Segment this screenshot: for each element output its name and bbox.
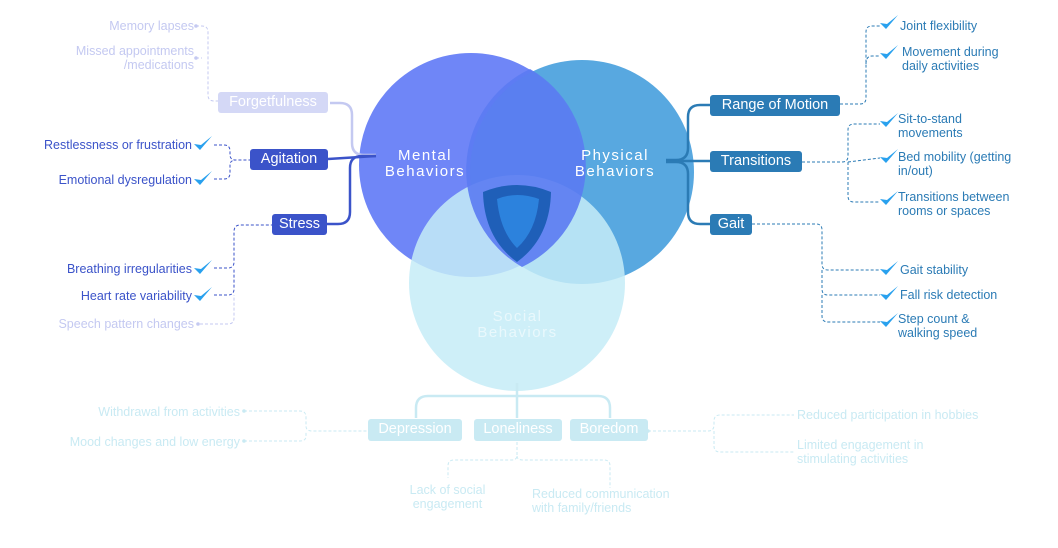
check-icon [194, 171, 212, 185]
leaf-line-speech [200, 295, 235, 325]
physical-circle-label: Physical Behaviors [574, 147, 656, 180]
leaf-transitions-rooms: Transitions between rooms or spaces [898, 190, 1010, 218]
leaf-line-bed [847, 157, 881, 163]
check-icon [194, 287, 212, 301]
leaf-line-reduced-comm [516, 455, 611, 488]
leaf-reduced-participation: Reduced participation in hobbies [797, 408, 979, 422]
leaf-line-fall [821, 270, 880, 296]
social-circle [409, 175, 625, 391]
connector-depression [414, 394, 517, 418]
leaf-line-trans-rooms [847, 162, 880, 203]
node-gait[interactable]: Gait [710, 214, 752, 235]
connector-gait [666, 160, 710, 226]
leaf-withdrawal: Withdrawal from activities [98, 405, 240, 419]
leaf-line-movement [865, 55, 880, 65]
leaf-line-breathing [214, 224, 272, 269]
leaf-line-mood [244, 431, 307, 442]
dot-mood [242, 439, 246, 443]
check-icon [880, 191, 898, 205]
check-icon [880, 45, 898, 59]
leaf-lack-social: Lack of social engagement [409, 483, 486, 511]
dot-speech [196, 322, 200, 326]
leaf-missed-appointments: Missed appointments /medications [75, 44, 194, 72]
leaf-restlessness: Restlessness or frustration [44, 138, 192, 152]
leaf-gait-stability: Gait stability [900, 263, 969, 277]
leaf-breathing: Breathing irregularities [66, 262, 192, 276]
leaf-limited-engagement: Limited engagement in stimulating activi… [797, 438, 924, 466]
leaf-bed-mobility: Bed mobility (getting in/out) [898, 150, 1012, 178]
node-forgetfulness[interactable]: Forgetfulness [218, 92, 328, 113]
node-transitions[interactable]: Transitions [710, 151, 802, 172]
leaf-speech: Speech pattern changes [58, 317, 194, 331]
leaf-reduced-communication: Reduced communication with family/friend… [532, 487, 670, 515]
leaf-line-joint [840, 25, 880, 105]
leaf-line-sit [802, 123, 880, 163]
node-range-of-motion[interactable]: Range of Motion [710, 95, 840, 116]
leaf-line-memory [196, 25, 218, 102]
connector-range [666, 103, 710, 162]
leaf-movement-daily: Movement during daily activities [902, 45, 999, 73]
node-stress[interactable]: Stress [272, 214, 327, 235]
leaf-line-lack [447, 442, 518, 478]
dot-withdrawal [242, 409, 246, 413]
check-icon [194, 260, 212, 274]
leaf-line-limited [713, 431, 794, 453]
node-loneliness[interactable]: Loneliness [474, 419, 562, 441]
social-circle-label: Social Behaviors [477, 308, 558, 341]
check-icon [194, 136, 212, 150]
center-shield-highlight [497, 195, 539, 248]
leaf-line-hobbies [648, 414, 794, 432]
leaf-line-withdrawal [244, 410, 368, 432]
connector-boredom [517, 394, 612, 418]
leaf-sit-to-stand: Sit-to-stand movements [898, 112, 963, 140]
node-depression[interactable]: Depression [368, 419, 462, 441]
leaf-emotional: Emotional dysregulation [58, 173, 192, 187]
connector-stress [326, 154, 376, 226]
node-agitation[interactable]: Agitation [250, 149, 328, 170]
leaf-line-emotional [214, 159, 237, 180]
leaf-joint-flexibility: Joint flexibility [900, 19, 978, 33]
check-icon [880, 261, 898, 275]
leaf-fall-risk: Fall risk detection [900, 288, 998, 302]
leaf-step-count: Step count & walking speed [898, 312, 978, 340]
node-boredom[interactable]: Boredom [570, 419, 648, 441]
dot-missed [194, 56, 198, 60]
leaf-heart-rate: Heart rate variability [80, 289, 192, 303]
leaf-memory-lapses: Memory lapses [109, 19, 194, 33]
leaf-line-heart [214, 268, 235, 296]
check-icon [880, 149, 898, 163]
mental-circle-label: Mental Behaviors [384, 147, 466, 180]
leaf-line-step [821, 295, 880, 323]
check-icon [880, 15, 898, 29]
check-icon [880, 313, 898, 327]
leaf-mood-changes: Mood changes and low energy [69, 435, 240, 449]
connector-forgetfulness [330, 101, 376, 157]
leaf-line-gait-stab [752, 223, 880, 271]
check-icon [880, 113, 898, 127]
check-icon [880, 286, 898, 300]
leaf-line-restless [214, 144, 250, 161]
dot-memory [194, 24, 198, 28]
